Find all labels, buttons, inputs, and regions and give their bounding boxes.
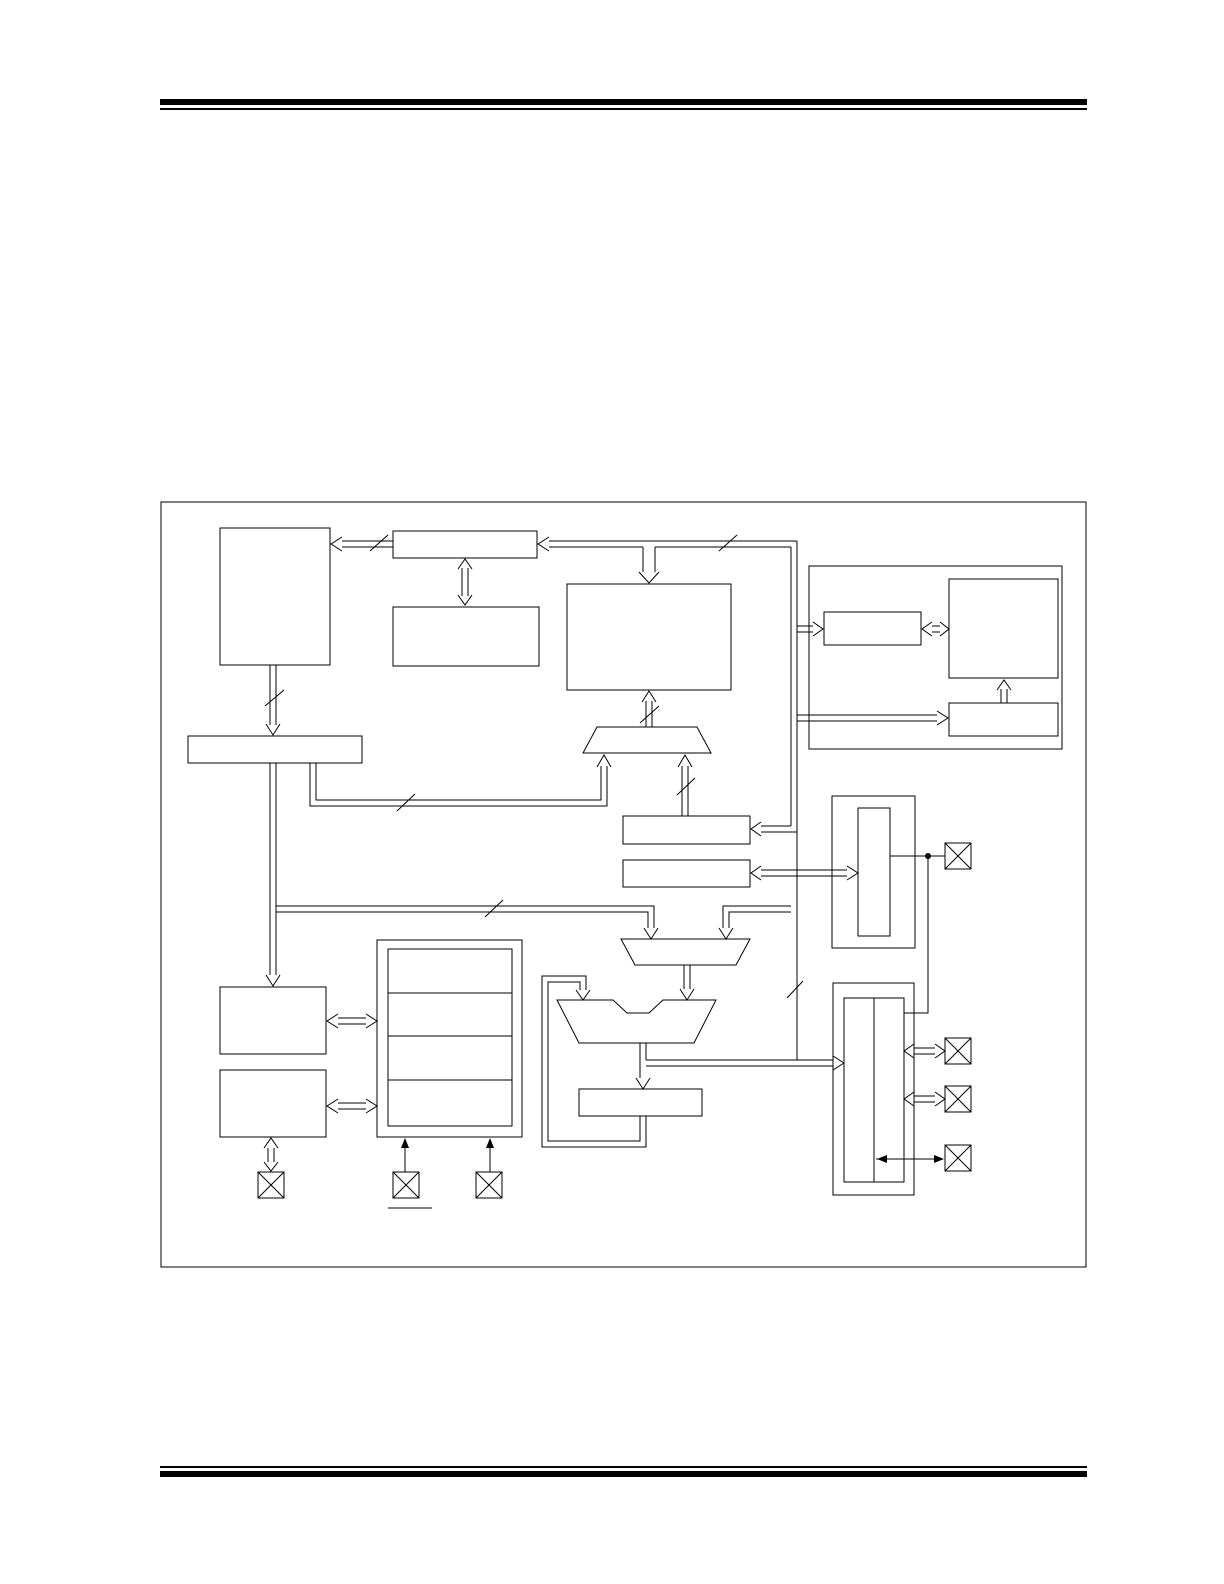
pin-io-3 <box>944 1144 972 1172</box>
header-rule-thick <box>160 99 1087 105</box>
device-reset-timer-block <box>823 611 922 646</box>
footer-rule-thick <box>160 1471 1087 1477</box>
osc-timing-group-block <box>808 565 1063 750</box>
reset-group-outer <box>376 939 523 1138</box>
instruction-register-block <box>187 735 363 764</box>
fsr-register-block <box>622 815 751 845</box>
watchdog-timer-block <box>948 702 1059 737</box>
address-mux-block <box>582 726 712 754</box>
pin-gp-top <box>944 842 972 870</box>
file-registers-block <box>566 583 732 691</box>
pin-vdd <box>392 1171 420 1199</box>
program-memory-block <box>219 527 331 666</box>
timer0-block-outer <box>831 795 916 949</box>
timing-generation-block <box>219 986 327 1055</box>
w-register-block <box>578 1088 703 1117</box>
timer0-block-inner <box>857 807 891 937</box>
reset-stack-inner <box>387 948 513 1127</box>
power-up-timer-block <box>219 1069 327 1138</box>
diagram-frame <box>160 501 1087 1268</box>
footer-rule-thin <box>160 1466 1087 1468</box>
pin-mclr <box>257 1171 285 1199</box>
junction-dot <box>925 853 931 859</box>
internal-rc-clock-block <box>948 578 1059 679</box>
alu-block <box>556 999 717 1044</box>
header-rule-thin <box>160 108 1087 110</box>
pin-io-2 <box>944 1085 972 1113</box>
alu-mux-block <box>620 938 751 966</box>
gpio-port-outer <box>832 982 915 1196</box>
pin-io-1 <box>944 1037 972 1065</box>
program-counter-block <box>392 530 538 559</box>
pin-vss <box>475 1171 503 1199</box>
stack-block <box>392 606 540 667</box>
status-register-block <box>622 859 751 888</box>
